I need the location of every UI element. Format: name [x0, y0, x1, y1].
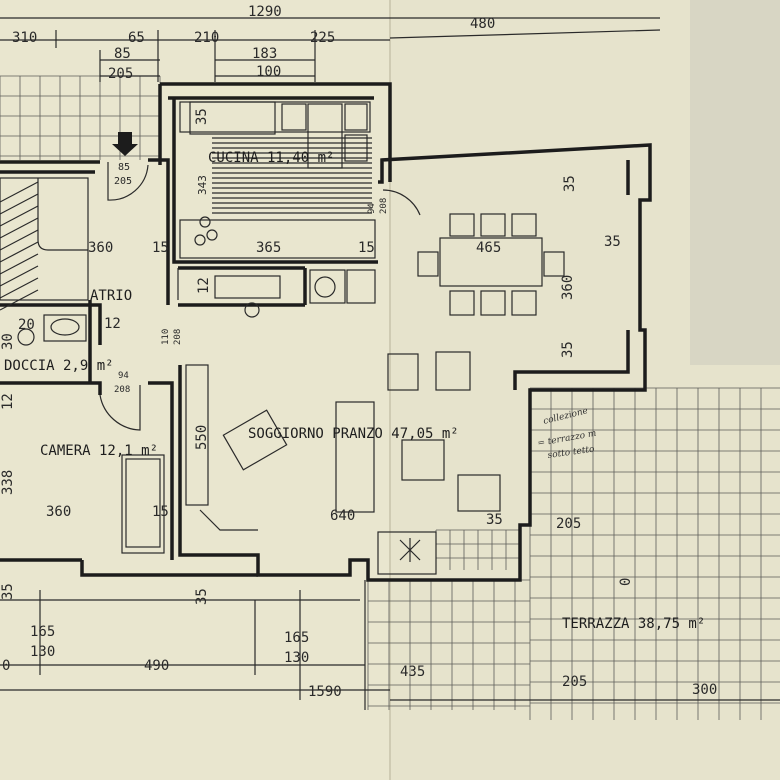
dim-110: 110 [161, 329, 171, 345]
top-dimension-lines [0, 17, 661, 82]
dim-35-left: 35 [0, 583, 16, 600]
room-label-cucina: CUCINA 11,40 m² [208, 150, 334, 166]
stair-tread [0, 217, 39, 239]
stair-tread [0, 289, 39, 311]
dim-360-camera: 360 [46, 504, 71, 520]
dim-0-terrace: 0 [618, 578, 634, 586]
dim-165-a: 165 [30, 624, 55, 640]
stair-tread [0, 193, 39, 215]
dim-30: 30 [0, 333, 16, 350]
dim-85: 85 [114, 46, 131, 62]
living-furniture [185, 351, 501, 575]
dim-12-b: 12 [104, 316, 121, 332]
dim-total-top: 1290 [248, 4, 282, 20]
dim-65: 65 [128, 30, 145, 46]
room-label-soggiorno: SOGGIORNO PRANZO 47,05 m² [248, 426, 459, 442]
dim-640: 640 [330, 508, 355, 524]
dim-15-b: 15 [358, 240, 375, 256]
dim-35-r3: 35 [560, 341, 576, 358]
dim-208: 208 [173, 329, 183, 345]
dim-165-b: 165 [284, 630, 309, 646]
dim-35-soggiorno: 35 [486, 512, 503, 528]
room-label-doccia: DOCCIA 2,9 m² [4, 358, 114, 374]
staircase [0, 177, 89, 311]
paper-left [0, 0, 390, 780]
dim-entry-door-width: 85 [118, 162, 130, 173]
tile-patterns [0, 75, 780, 720]
dim-35-kitchen: 35 [194, 108, 210, 125]
dim-225: 225 [310, 30, 335, 46]
dim-208-bath-door: 208 [114, 385, 130, 395]
dim-365: 365 [256, 240, 281, 256]
dim-35-r1: 35 [562, 175, 578, 192]
dim-130-a: 130 [30, 644, 55, 660]
stair-tread [0, 181, 39, 203]
room-label-camera: CAMERA 12,1 m² [40, 443, 158, 459]
room-label-terrazza: TERRAZZA 38,75 m² [562, 616, 705, 632]
dining-furniture [417, 213, 565, 316]
dim-20: 20 [18, 317, 35, 333]
dim-right-top: 480 [470, 16, 495, 32]
dim-210: 210 [194, 30, 219, 46]
stair-tread [0, 229, 39, 251]
dim-490: 490 [144, 658, 169, 674]
kitchen-hatch [212, 137, 372, 214]
dim-205: 205 [108, 66, 133, 82]
dim-15-a: 15 [152, 240, 169, 256]
stair-tread [0, 265, 39, 287]
dim-205-terrace: 205 [556, 516, 581, 532]
dim-360-atrio: 360 [88, 240, 113, 256]
dim-35-r2: 35 [604, 234, 621, 250]
stair-tread [0, 277, 39, 299]
dim-130-b: 130 [284, 650, 309, 666]
stair-tread [0, 205, 39, 227]
paper-edge [690, 0, 780, 365]
dim-94-kitchen-door: 94 [367, 203, 377, 214]
dim-208-kitchen-door: 208 [379, 198, 389, 214]
dim-15-c: 15 [152, 504, 169, 520]
room-label-atrio: ATRIO [90, 288, 132, 304]
stair-tread [0, 253, 39, 275]
dim-465: 465 [476, 240, 501, 256]
dim-entry-door-height: 205 [114, 176, 132, 187]
dim-360-r: 360 [560, 275, 576, 300]
bedroom-furniture [17, 314, 165, 554]
dim-35-bottom: 35 [194, 588, 210, 605]
dim-94-bath-door: 94 [118, 371, 129, 381]
kitchen-furniture [179, 101, 376, 318]
dim-12-a: 12 [196, 277, 212, 294]
walls [0, 82, 652, 582]
dim-338: 338 [0, 470, 16, 495]
dim-435: 435 [400, 664, 425, 680]
dim-1590: 1590 [308, 684, 342, 700]
dim-183: 183 [252, 46, 277, 62]
dim-205-bottom: 205 [562, 674, 587, 690]
doors [99, 132, 421, 431]
stair-tread [0, 241, 39, 263]
dim-550: 550 [194, 425, 210, 450]
dim-0-left: 0 [2, 658, 10, 674]
bottom-dimension-lines [0, 580, 780, 710]
dim-300: 300 [692, 682, 717, 698]
dim-12-c: 12 [0, 393, 16, 410]
dim-343: 343 [196, 175, 209, 195]
dim-310: 310 [12, 30, 37, 46]
dim-100: 100 [256, 64, 281, 80]
